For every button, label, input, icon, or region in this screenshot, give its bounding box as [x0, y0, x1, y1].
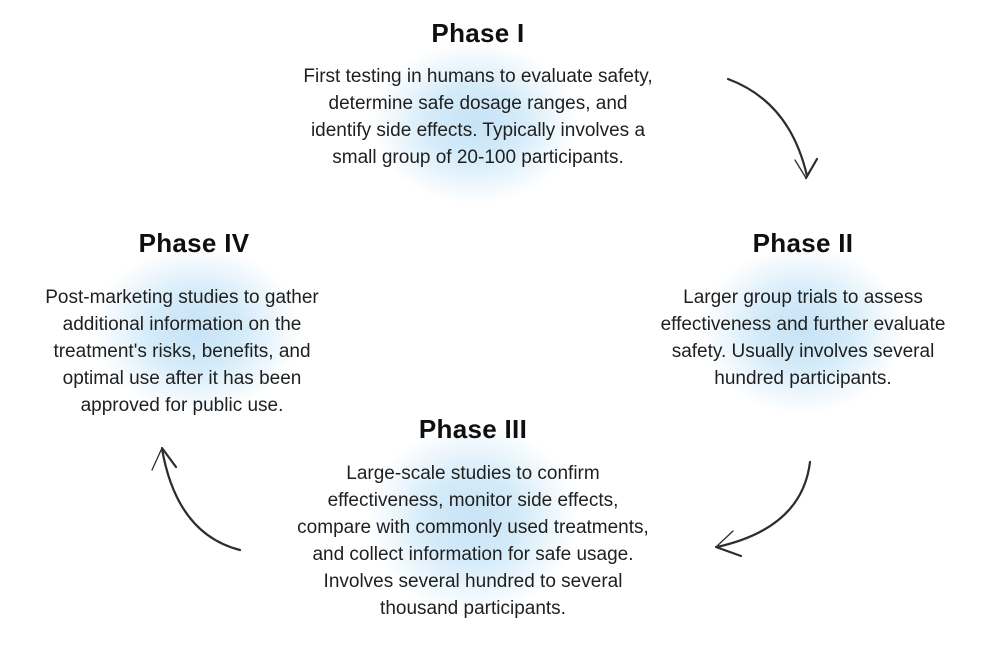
phase-3-title: Phase III	[418, 414, 528, 444]
phase-4-glow	[93, 246, 301, 414]
phase-1-description: First testing in humans to evaluate safe…	[303, 66, 653, 168]
phase-1-glow	[372, 42, 577, 204]
curved-arrow-phase3-to-phase4-icon	[151, 446, 242, 552]
phase-2-description: Larger group trials to assess effectiven…	[660, 287, 946, 389]
curved-arrow-phase1-to-phase2-icon	[726, 77, 819, 180]
phase-2-glow	[700, 246, 905, 414]
curved-arrow-phase2-to-phase3-icon	[714, 460, 812, 558]
phase-4-description: Post-marketing studies to gather additio…	[45, 287, 319, 416]
phase-4-title: Phase IV	[138, 228, 250, 258]
phase-3-block: Phase III Large-scale studies to confirm…	[253, 414, 693, 622]
phase-1-block: Phase I First testing in humans to evalu…	[258, 18, 698, 171]
phase-3-description: Large-scale studies to confirm effective…	[297, 463, 649, 619]
phase-3-glow	[368, 424, 578, 614]
phase-2-title: Phase II	[752, 228, 854, 258]
phase-4-block: Phase IV Post-marketing studies to gathe…	[1, 228, 363, 419]
phase-2-block: Phase II Larger group trials to assess e…	[623, 228, 983, 392]
phase-1-title: Phase I	[431, 18, 525, 48]
